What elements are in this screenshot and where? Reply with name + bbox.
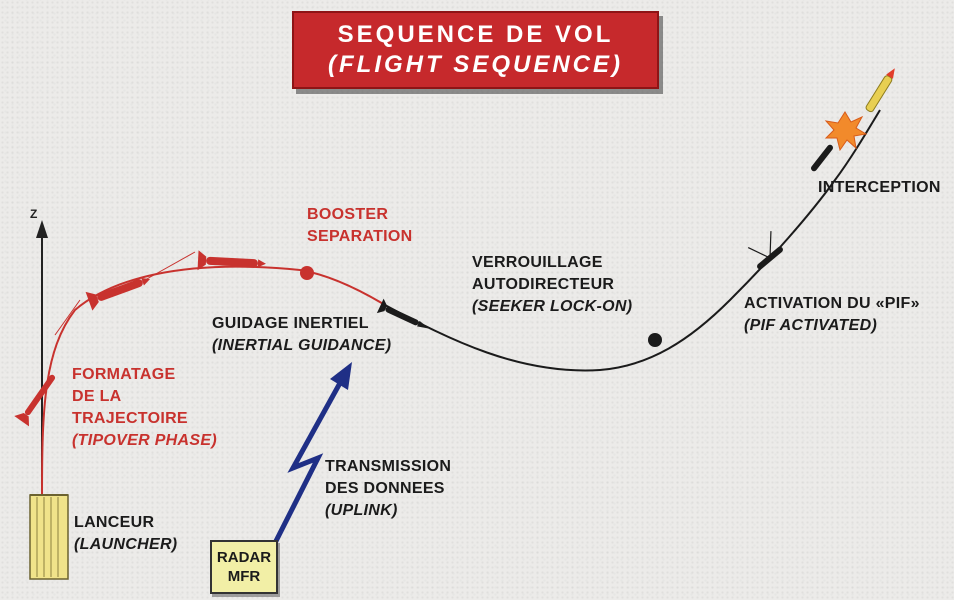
booster-label-line1: BOOSTER — [307, 206, 389, 223]
seeker-label-line2: AUTODIRECTEUR — [472, 276, 615, 293]
interception-label: INTERCEPTION — [818, 179, 941, 196]
booster-label-line2: SEPARATION — [307, 228, 413, 245]
pif-label-line1: ACTIVATION DU «PIF» — [744, 295, 920, 312]
radar-mfr-box: RADAR MFR — [210, 540, 278, 594]
inertial-guidance-label: GUIDAGE INERTIEL (INERTIAL GUIDANCE) — [212, 313, 391, 357]
missile-climb-icon — [85, 278, 151, 311]
booster-separation-point — [300, 266, 314, 280]
inertial-label-line1: GUIDAGE INERTIEL — [212, 315, 369, 332]
uplink-arrowhead — [330, 362, 352, 390]
title-english: (FLIGHT SEQUENCE) — [328, 51, 623, 78]
uplink-label-line1: TRANSMISSION — [325, 458, 452, 475]
missile-apex-icon — [197, 250, 266, 271]
seeker-lock-on-label: VERROUILLAGE AUTODIRECTEUR (SEEKER LOCK-… — [472, 252, 632, 318]
target-missile-icon — [865, 68, 895, 113]
tipover-label-line3: TRAJECTOIRE — [72, 410, 188, 427]
z-axis-label: Z — [30, 207, 38, 221]
missile-tipover-icon — [14, 374, 56, 427]
launcher-icon — [29, 494, 69, 580]
uplink-label-line3: (UPLINK) — [325, 502, 398, 519]
launcher-label: LANCEUR (LAUNCHER) — [74, 512, 177, 556]
streak-line-1 — [54, 299, 81, 336]
tipover-label-line1: FORMATAGE — [72, 366, 176, 383]
launcher-label-line1: LANCEUR — [74, 514, 155, 531]
uplink-arrow-line — [271, 381, 343, 547]
seeker-label-line3: (SEEKER LOCK-ON) — [472, 298, 633, 315]
radar-label-line2: MFR — [227, 568, 261, 585]
seeker-label-line1: VERROUILLAGE — [472, 254, 603, 271]
title-french: SEQUENCE DE VOL — [337, 21, 614, 48]
tipover-label-line4: (TIPOVER PHASE) — [72, 432, 217, 449]
z-axis-arrowhead — [36, 220, 48, 238]
uplink-label-line2: DES DONNEES — [325, 480, 445, 497]
title-box: SEQUENCE DE VOL (FLIGHT SEQUENCE) — [292, 11, 659, 89]
explosion-icon — [824, 111, 868, 152]
tipover-label-line2: DE LA — [72, 388, 122, 405]
missile-inertial-icon — [376, 298, 430, 329]
booster-separation-label: BOOSTER SEPARATION — [307, 204, 413, 248]
missile-terminal-icon — [810, 144, 834, 172]
pif-activation-label: ACTIVATION DU «PIF» (PIF ACTIVATED) — [744, 293, 920, 337]
tipover-label: FORMATAGE DE LA TRAJECTOIRE (TIPOVER PHA… — [72, 364, 217, 452]
pif-label-line2: (PIF ACTIVATED) — [744, 317, 878, 334]
missile-pif-icon — [747, 231, 783, 270]
inertial-label-line2: (INERTIAL GUIDANCE) — [212, 337, 392, 354]
radar-label-line1: RADAR — [216, 549, 272, 566]
streak-line-2 — [144, 251, 196, 281]
uplink-label: TRANSMISSION DES DONNEES (UPLINK) — [325, 456, 451, 522]
launcher-label-line2: (LAUNCHER) — [74, 536, 178, 553]
seeker-lock-on-point — [648, 333, 662, 347]
guided-trajectory — [384, 109, 881, 372]
